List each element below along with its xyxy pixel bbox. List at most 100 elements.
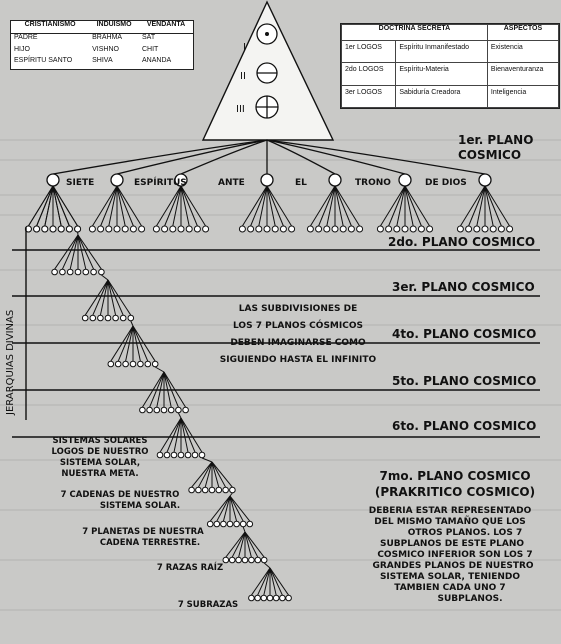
fan-node <box>340 226 346 232</box>
fan-node <box>249 557 255 563</box>
fan-node <box>75 269 81 275</box>
fan-node <box>255 595 261 601</box>
secret-doctrine-table: DOCTRINA SECRETA ASPECTOS 1er LOGOS Espí… <box>340 23 560 109</box>
plane-label-1b: COSMICO <box>458 148 521 162</box>
religions-header-1: CRISTIANISMO <box>11 21 89 33</box>
spirit-circle <box>111 174 123 186</box>
spirit-word-6: DE DIOS <box>425 178 467 188</box>
seventh-plane: 7mo. PLANO COSMICO (PRAKRITICO COSMICO) … <box>369 469 535 604</box>
fan-node <box>482 226 488 232</box>
plane7-line-1: DEBERIA ESTAR REPRESENTADO <box>369 506 532 516</box>
fan-node <box>255 557 261 563</box>
fan-node <box>189 487 195 493</box>
religions-table: CRISTIANISMO INDUISMO VENDANTA PADRE BRA… <box>10 20 194 70</box>
table-cell: Inteligencia <box>487 85 558 107</box>
fan-node <box>223 557 229 563</box>
table-cell: Existencia <box>487 41 558 63</box>
plane-label-2: 2do. PLANO COSMICO <box>388 235 535 249</box>
fan-line <box>405 186 421 226</box>
fan-node <box>239 226 245 232</box>
fan-node <box>161 407 167 413</box>
table-cell: BRAHMA <box>89 33 139 45</box>
fan-node <box>221 521 227 527</box>
plane7-line-8: TAMBIEN CADA UNO 7 <box>394 583 505 593</box>
plane7-title: 7mo. PLANO COSMICO <box>379 469 530 483</box>
races-note: 7 RAZAS RAÍZ <box>157 561 223 573</box>
fan-line <box>251 186 267 226</box>
fan-node <box>138 361 144 367</box>
religions-header-2: INDUISMO <box>89 21 139 33</box>
fan-node <box>186 226 192 232</box>
fan-node <box>106 226 112 232</box>
plane7-line-3: OTROS PLANOS. LOS 7 <box>408 528 522 538</box>
fan-node <box>332 226 338 232</box>
fan-node <box>490 226 496 232</box>
fan-node <box>264 226 270 232</box>
fan-node <box>214 521 220 527</box>
table-cell: Espíritu Inmanifestado <box>396 41 488 63</box>
fan-node <box>466 226 472 232</box>
fan-node <box>307 226 313 232</box>
fan-node <box>152 361 158 367</box>
fan-line <box>198 462 212 487</box>
fan-node <box>272 226 278 232</box>
fan-line <box>101 186 117 226</box>
fan-node <box>203 226 209 232</box>
fan-node <box>207 521 213 527</box>
fan-node <box>153 226 159 232</box>
fan-line <box>389 186 405 226</box>
fan-node <box>229 557 235 563</box>
fan-line <box>335 186 351 226</box>
fan-node <box>196 487 202 493</box>
plane7-line-6: GRANDES PLANOS DE NUESTRO <box>372 561 533 571</box>
chains-note-2: SISTEMA SOLAR. <box>100 501 180 511</box>
fan-node <box>234 521 240 527</box>
table-row: 2do LOGOS Espíritu-Materia Bienaventuran… <box>342 63 559 85</box>
fan-node <box>67 269 73 275</box>
cascade-link <box>264 563 270 568</box>
fan-node <box>427 226 433 232</box>
plane7-line-2: DEL MISMO TAMAÑO QUE LOS <box>374 516 525 527</box>
fan-node <box>183 407 189 413</box>
fan-line <box>319 186 335 226</box>
spirit-word-3: ANTE <box>218 178 245 188</box>
fan-line <box>181 418 195 452</box>
plane-label-3: 3er. PLANO COSMICO <box>392 280 535 294</box>
fan-node <box>474 226 480 232</box>
doctrine-header-1: DOCTRINA SECRETA <box>342 25 488 41</box>
fan-line <box>78 235 94 269</box>
religions-header-3: VENDANTA <box>139 21 193 33</box>
fan-node <box>122 226 128 232</box>
center-note-line-2: LOS 7 PLANOS CÓSMICOS <box>233 319 363 331</box>
fan-node <box>199 452 205 458</box>
fan-line <box>108 280 123 315</box>
fan-node <box>147 407 153 413</box>
fan-node <box>120 315 126 321</box>
fan-node <box>249 595 255 601</box>
plane7-line-5: COSMICO INFERIOR SON LOS 7 <box>377 550 532 560</box>
side-label: JERARQUIAS DIVINAS <box>5 310 16 416</box>
fan-node <box>248 226 254 232</box>
fan-line <box>165 186 181 226</box>
table-row: 3er LOGOS Sabiduría Creadora Inteligenci… <box>342 85 559 107</box>
fan-node <box>273 595 279 601</box>
fan-node <box>105 315 111 321</box>
fan-line <box>181 186 197 226</box>
fan-node <box>357 226 363 232</box>
fan-node <box>230 487 236 493</box>
fan-line <box>93 280 108 315</box>
solar-note-1: SISTEMAS SOLARES <box>53 436 148 446</box>
plane-label-1a: 1er. PLANO <box>458 133 533 147</box>
fan-line <box>485 186 501 226</box>
plane7-line-4: SUBPLANOS DE ESTE PLANO <box>380 539 524 549</box>
plane-label-6: 6to. PLANO COSMICO <box>392 419 536 433</box>
fan-node <box>58 226 64 232</box>
fan-node <box>192 452 198 458</box>
fan-node <box>418 226 424 232</box>
fan-node <box>130 226 136 232</box>
fan-node <box>227 521 233 527</box>
fan-node <box>108 361 114 367</box>
fan-node <box>194 226 200 232</box>
fan-node <box>223 487 229 493</box>
fan-node <box>507 226 513 232</box>
